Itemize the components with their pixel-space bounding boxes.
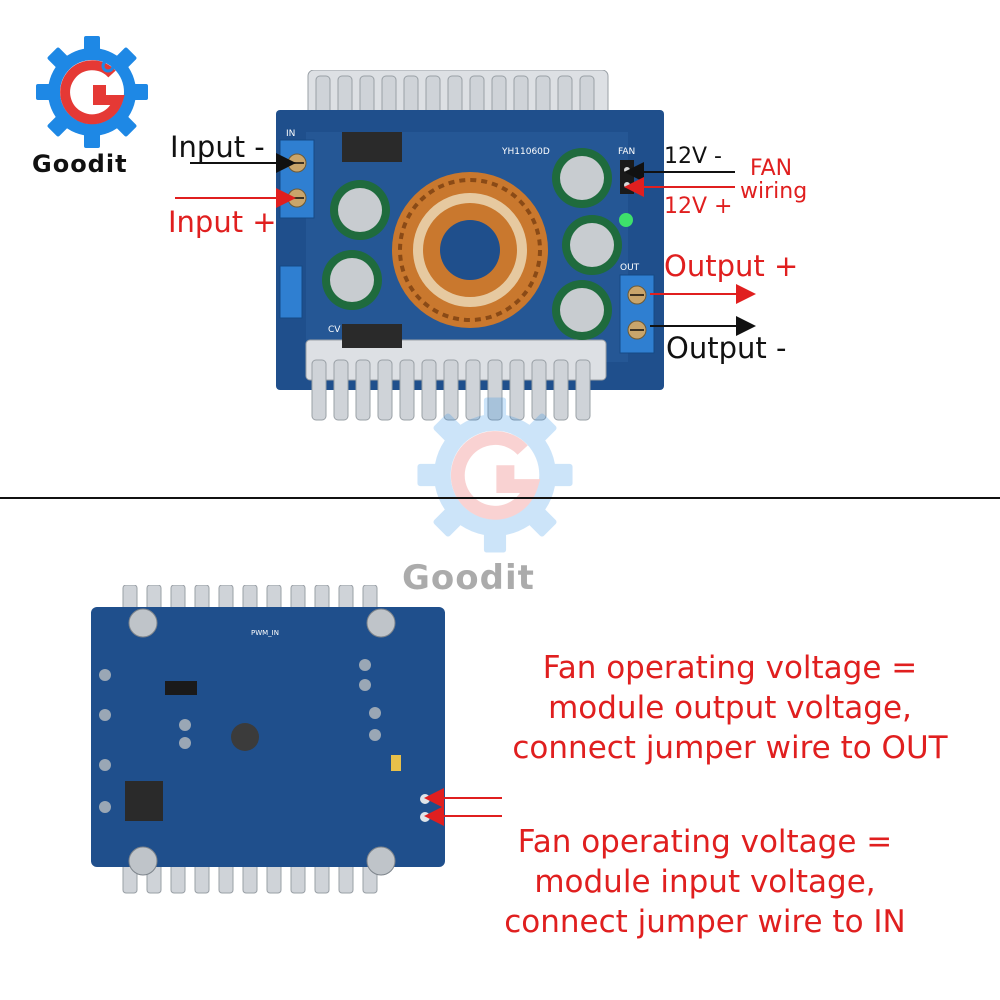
- label-output-plus: Output +: [664, 249, 799, 283]
- note-out-line-3: connect jumper wire to OUT: [512, 730, 948, 766]
- silk-in: IN: [286, 129, 295, 139]
- goodit-logo: [36, 36, 148, 148]
- gear-icon: [36, 36, 148, 148]
- note-out-line-1: Fan operating voltage =: [542, 650, 918, 686]
- silk-model: YH11060D: [501, 147, 550, 157]
- silk-fan: FAN: [618, 147, 635, 157]
- label-fan-12v-minus: 12V -: [664, 144, 722, 169]
- label-output-minus: Output -: [666, 331, 787, 365]
- watermark-text: Goodit: [402, 558, 535, 598]
- label-fan: FAN: [750, 156, 793, 181]
- silk-out: OUT: [620, 263, 640, 273]
- toroid-inductor: [392, 172, 548, 328]
- note-in-line-3: connect jumper wire to IN: [504, 904, 906, 940]
- label-input-minus: Input -: [170, 130, 265, 164]
- status-led: [619, 213, 633, 227]
- top-arrows: [175, 153, 756, 336]
- label-wiring: wiring: [740, 179, 808, 204]
- board-back-photo: PWM_IN: [91, 585, 445, 894]
- note-jumper-in: Fan operating voltage = module input vol…: [455, 822, 955, 942]
- bottom-heatsink: [305, 339, 607, 421]
- capacitors: [322, 148, 622, 340]
- label-fan-12v-plus: 12V +: [664, 194, 733, 219]
- brand-name: Goodit: [32, 150, 128, 178]
- label-input-plus: Input +: [168, 205, 277, 239]
- section-divider: [0, 497, 1000, 499]
- note-in-line-1: Fan operating voltage =: [517, 824, 893, 860]
- note-jumper-out: Fan operating voltage = module output vo…: [470, 648, 990, 768]
- output-terminal: [619, 274, 655, 354]
- silk-pwm: PWM_IN: [251, 629, 279, 637]
- note-out-line-2: module output voltage,: [548, 690, 912, 726]
- watermark-logo: [417, 397, 573, 553]
- board-front-photo: IN FAN OUT CV YH11060D: [276, 70, 664, 421]
- note-in-line-2: module input voltage,: [534, 864, 876, 900]
- mounting-screws: [128, 608, 396, 876]
- bottom-arrows: [424, 788, 502, 826]
- silk-cv: CV: [328, 325, 341, 335]
- watermark-gear-icon: [417, 397, 573, 553]
- trimmer-potentiometer: [279, 265, 303, 319]
- pcb-back: [91, 607, 445, 867]
